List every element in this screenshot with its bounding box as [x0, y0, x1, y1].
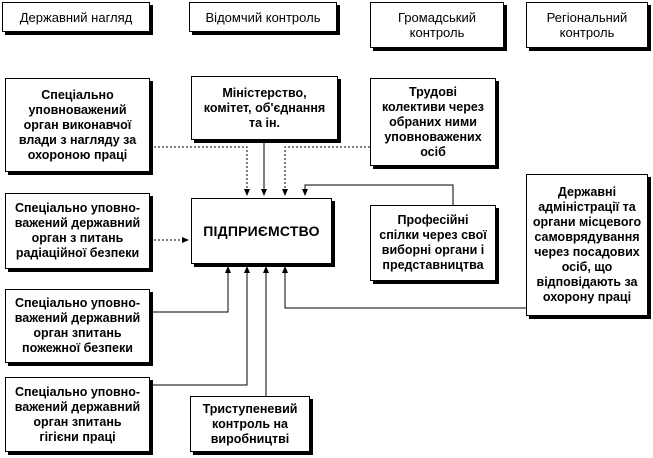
- node-fire-safety-body-label: Спеціально уповно- важений державний орг…: [14, 296, 141, 355]
- edge-labor-body: [150, 146, 250, 196]
- header-public-control: Громадський контроль: [370, 2, 504, 48]
- node-labor-collectives: Трудові колективи через обраних ними упо…: [370, 78, 496, 166]
- node-ministry: Міністерство, комітет, об'єднання та ін.: [191, 76, 338, 140]
- node-three-stage-control: Триступеневий контроль на виробництві: [190, 396, 310, 452]
- edge-admin: [282, 266, 526, 309]
- header-regional-control-label: Регіональний контроль: [546, 10, 628, 40]
- header-public-control-label: Громадський контроль: [397, 10, 476, 40]
- node-trade-unions: Професійні спілки через свої виборні орг…: [370, 205, 496, 281]
- header-regional-control: Регіональний контроль: [526, 2, 648, 48]
- edge-unions: [302, 184, 454, 205]
- header-state-supervision: Державний нагляд: [2, 2, 150, 32]
- node-labor-safety-body-label: Спеціально уповноважений орган виконавчо…: [18, 87, 137, 162]
- node-enterprise-label: ПІДПРИЄМСТВО: [203, 222, 320, 239]
- header-departmental-control: Відомчий контроль: [189, 2, 337, 32]
- node-three-stage-control-label: Триступеневий контроль на виробництві: [202, 401, 298, 446]
- node-labor-safety-body: Спеціально уповноважений орган виконавчо…: [5, 78, 150, 172]
- node-trade-unions-label: Професійні спілки через свої виборні орг…: [379, 213, 487, 272]
- node-radiation-safety-body: Спеціально уповно- важений державний орг…: [5, 193, 150, 269]
- node-state-administrations-label: Державні адміністрації та органи місцево…: [532, 185, 642, 304]
- node-ministry-label: Міністерство, комітет, об'єднання та ін.: [203, 85, 326, 130]
- node-occupational-hygiene-body-label: Спеціально уповно- важений державний орг…: [14, 384, 141, 444]
- edge-fire: [150, 266, 231, 313]
- node-state-administrations: Державні адміністрації та органи місцево…: [526, 174, 648, 316]
- node-radiation-safety-body-label: Спеціально уповно- важений державний орг…: [14, 201, 141, 260]
- header-departmental-control-label: Відомчий контроль: [205, 9, 321, 25]
- edge-hygiene: [150, 266, 250, 386]
- node-enterprise: ПІДПРИЄМСТВО: [191, 198, 332, 264]
- edge-collectives: [282, 146, 370, 196]
- node-occupational-hygiene-body: Спеціально уповно- важений державний орг…: [5, 377, 150, 452]
- header-state-supervision-label: Державний нагляд: [19, 9, 133, 25]
- node-fire-safety-body: Спеціально уповно- важений державний орг…: [5, 289, 150, 363]
- node-labor-collectives-label: Трудові колективи через обраних ними упо…: [381, 84, 485, 159]
